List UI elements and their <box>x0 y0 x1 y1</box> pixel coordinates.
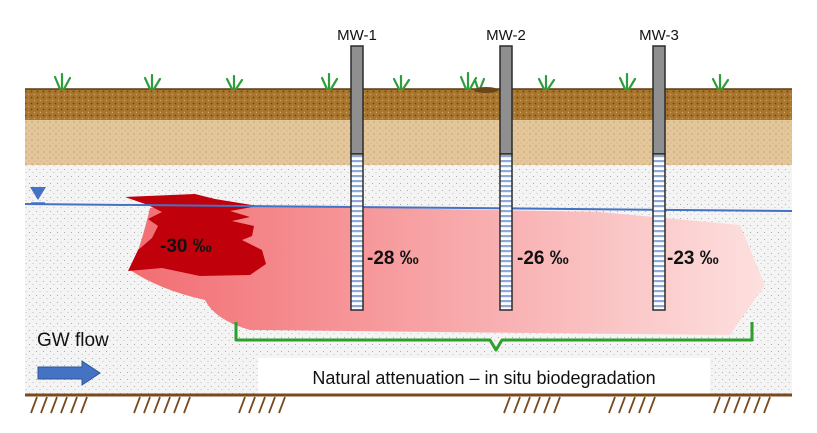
bedrock-hatching <box>30 396 771 414</box>
well-label-mw-3: MW-3 <box>639 27 679 44</box>
gw-flow-label: GW flow <box>37 330 109 351</box>
plume-source-zone <box>125 194 266 276</box>
monitoring-well-mw-1 <box>350 45 364 311</box>
subsoil-layer <box>25 118 792 165</box>
bracket-icon <box>234 322 754 352</box>
monitoring-well-mw-3 <box>652 45 666 311</box>
monitoring-well-mw-2 <box>499 45 513 311</box>
isotope-label-mw-1: -28 ‰ <box>367 248 419 269</box>
well-label-mw-2: MW-2 <box>486 27 526 44</box>
isotope-label-mw-3: -23 ‰ <box>667 248 719 269</box>
flow-arrow-icon <box>37 360 101 386</box>
topsoil-layer <box>25 89 792 120</box>
caption-box <box>258 358 710 394</box>
well-label-mw-1: MW-1 <box>337 27 377 44</box>
plume-dilute-zone <box>130 206 765 335</box>
isotope-label-source: -30 ‰ <box>160 236 212 257</box>
caption-text: Natural attenuation – in situ biodegrada… <box>312 368 655 388</box>
water-table-marker-icon <box>30 187 46 204</box>
isotope-label-mw-2: -26 ‰ <box>517 248 569 269</box>
grass-icon <box>53 71 730 91</box>
